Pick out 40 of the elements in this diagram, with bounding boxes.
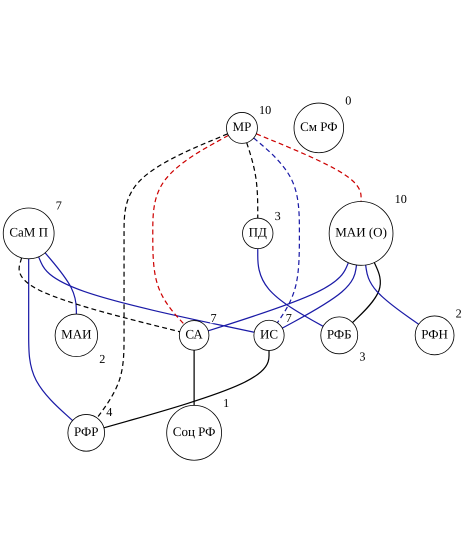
connector — [257, 248, 324, 327]
node-circle: ИС — [253, 320, 285, 351]
node-circle: СА — [178, 320, 210, 351]
node-circle: ПД — [242, 218, 274, 250]
node-weight: 7 — [286, 310, 292, 325]
connector — [208, 262, 349, 332]
connector — [256, 133, 362, 202]
node-weight: 3 — [359, 349, 366, 364]
node-weight: 10 — [259, 103, 272, 118]
connector — [253, 138, 300, 324]
node-circle: Соц РФ — [166, 404, 222, 461]
connector — [18, 258, 180, 332]
connector — [282, 264, 358, 329]
node-weight: 7 — [56, 198, 62, 213]
connector — [44, 252, 77, 314]
node-weight: 2 — [456, 306, 462, 321]
node-weight: 2 — [99, 352, 106, 366]
node-circle: РФН — [414, 316, 454, 356]
connector — [365, 264, 419, 325]
node-weight: 0 — [345, 94, 352, 108]
connector — [104, 350, 270, 428]
node-circle: РФР — [67, 414, 105, 452]
connector — [194, 350, 195, 406]
node-circle: См РФ — [294, 102, 344, 154]
node-circle: МР — [226, 112, 258, 144]
connector — [152, 134, 229, 325]
node-weight: 10 — [394, 192, 407, 206]
connector — [28, 258, 73, 421]
node-weight: 4 — [106, 405, 112, 420]
node-circle: МАИ (О) — [328, 201, 394, 266]
node-circle: МАИ — [54, 314, 98, 358]
node-circle: РФБ — [320, 316, 358, 354]
node-weight: 7 — [210, 311, 217, 326]
node-weight: 3 — [274, 208, 281, 223]
connector — [352, 262, 381, 323]
connector — [246, 142, 258, 218]
node-weight: 1 — [223, 396, 230, 410]
connector — [96, 133, 228, 418]
connector — [38, 256, 254, 333]
node-circle: СаМ П — [2, 208, 54, 260]
